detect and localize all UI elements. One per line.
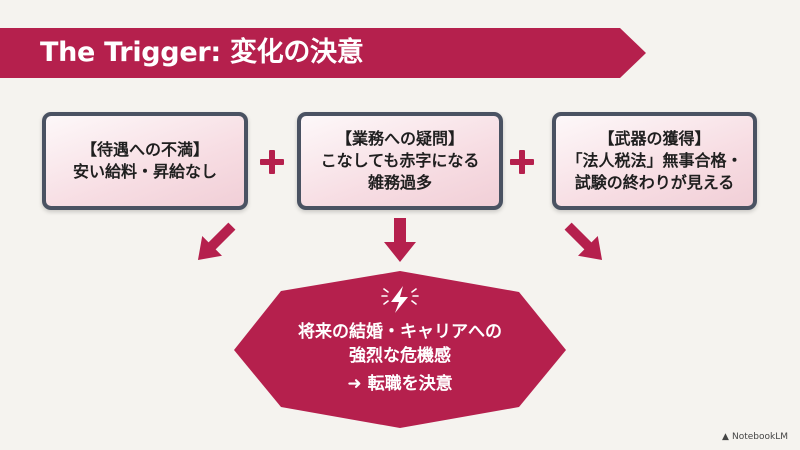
card-line: 雑務過多 xyxy=(367,173,432,192)
notebooklm-logo-icon: ▲ xyxy=(722,432,729,442)
result-line: 強烈な危機感 xyxy=(349,346,451,366)
footer-branding: ▲ NotebookLM xyxy=(722,432,788,442)
arrow-icon xyxy=(197,222,236,261)
card-line: 安い給料・昇給なし xyxy=(72,162,217,181)
plus-icon xyxy=(260,150,284,174)
card-heading: 【業務への疑問】 xyxy=(335,129,464,148)
slide-title: The Trigger: 変化の決意 xyxy=(40,37,364,68)
footer-brand: NotebookLM xyxy=(731,432,788,442)
card-line: 試験の終わりが見える xyxy=(574,173,735,192)
result-text: 強烈な危機感 xyxy=(234,344,566,368)
cause-card-work: 【業務への疑問】 こなしても赤字になる 雑務過多 xyxy=(297,112,503,210)
title-banner: The Trigger: 変化の決意 xyxy=(0,28,646,78)
result-burst-shape xyxy=(234,271,566,428)
plus-icon xyxy=(510,150,534,174)
result-text: 将来の結婚・キャリアへの xyxy=(234,320,566,344)
card-line: 「法人税法」無事合格・ xyxy=(566,151,743,170)
cause-card-qualification: 【武器の獲得】 「法人税法」無事合格・ 試験の終わりが見える xyxy=(552,112,757,210)
result-conclusion: ➜ 転職を決意 xyxy=(347,374,453,394)
cause-card-treatment: 【待遇への不満】 安い給料・昇給なし xyxy=(42,112,248,210)
arrow-icon xyxy=(564,222,603,261)
card-line: こなしても赤字になる xyxy=(320,151,480,170)
result-text: ➜ 転職を決意 xyxy=(234,372,566,396)
lightning-icon xyxy=(381,286,419,313)
card-heading: 【待遇への不満】 xyxy=(80,140,209,159)
arrow-icon xyxy=(384,218,416,262)
card-heading: 【武器の獲得】 xyxy=(598,129,711,148)
result-line: 将来の結婚・キャリアへの xyxy=(298,322,502,342)
